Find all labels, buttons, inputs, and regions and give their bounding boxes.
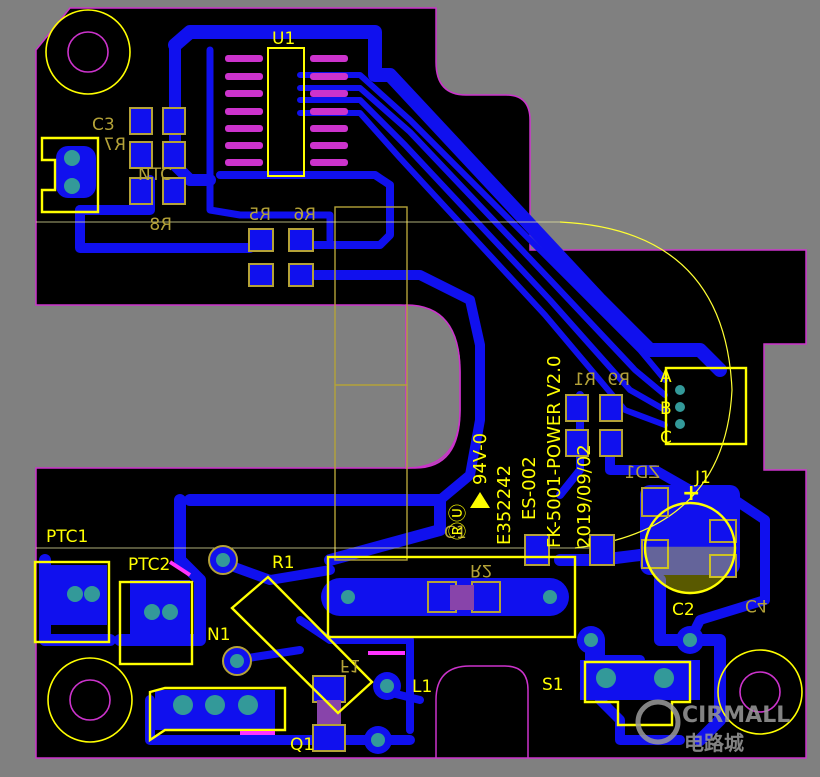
label-r1-smd: R1 bbox=[573, 370, 596, 390]
label-r8: R8 bbox=[149, 215, 172, 235]
label-channel-a: A bbox=[660, 367, 672, 387]
label-r5: R5 bbox=[248, 205, 271, 225]
label-ptc2: PTC2 bbox=[128, 555, 170, 575]
label-c1: C1 bbox=[444, 523, 467, 543]
pad-markers bbox=[168, 560, 405, 735]
label-zd1: ZD1 bbox=[624, 463, 660, 483]
watermark-brand-cn: 电路城 bbox=[684, 731, 744, 755]
label-r7: R7 bbox=[103, 135, 126, 155]
mounting-hole-bl bbox=[47, 657, 133, 743]
silkscreen bbox=[33, 136, 748, 743]
label-ptc1: PTC1 bbox=[46, 527, 88, 547]
label-u1: U1 bbox=[272, 29, 295, 49]
label-c2: C2 bbox=[672, 600, 695, 620]
u1-ic bbox=[225, 47, 348, 177]
board-rating: 94V-0 bbox=[470, 433, 491, 485]
label-l1: L1 bbox=[412, 677, 432, 697]
watermark: CIRMALL 电路城 bbox=[635, 699, 790, 755]
board-cert-mark: ⓇⓊ bbox=[448, 504, 469, 540]
label-c4: C4 bbox=[745, 595, 768, 615]
label-r2: R2 bbox=[470, 560, 493, 580]
label-q1: Q1 bbox=[290, 735, 314, 755]
label-plus: + bbox=[682, 481, 700, 506]
label-channel-b: B bbox=[660, 399, 672, 419]
label-c3: C3 bbox=[92, 115, 115, 135]
mounting-hole-br bbox=[717, 649, 803, 735]
label-j1: J1 bbox=[694, 468, 711, 488]
label-n1: N1 bbox=[207, 625, 231, 645]
label-s1: S1 bbox=[542, 675, 564, 695]
board-title: FK-5001-POWER V2.0 bbox=[544, 356, 565, 548]
label-ntc: NTC bbox=[138, 165, 172, 185]
board-cutout-left bbox=[405, 304, 461, 469]
cert-triangle bbox=[470, 492, 490, 508]
board-part-no: ES-002 bbox=[519, 456, 540, 520]
label-channel-c: C bbox=[660, 428, 672, 448]
board-cert-code: E352242 bbox=[494, 465, 515, 545]
mounting-holes bbox=[45, 9, 803, 743]
label-r6: R6 bbox=[293, 205, 316, 225]
board-date: 2019/09/02 bbox=[574, 444, 595, 548]
mounting-hole-tl bbox=[45, 9, 131, 95]
label-r1-resistor: R1 bbox=[272, 553, 295, 573]
label-f1: F1 bbox=[340, 655, 361, 675]
mechanical-overlay bbox=[36, 206, 733, 561]
label-r9: R9 bbox=[607, 370, 630, 390]
r2-body bbox=[450, 585, 474, 610]
watermark-brand: CIRMALL bbox=[682, 703, 790, 728]
through-hole-pads bbox=[56, 146, 704, 754]
